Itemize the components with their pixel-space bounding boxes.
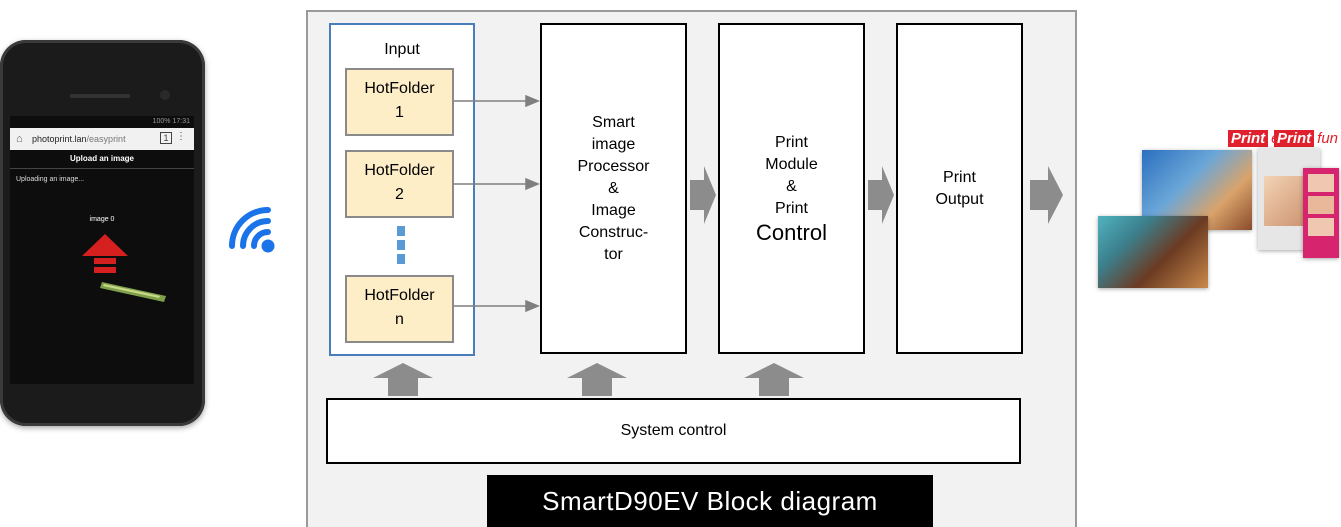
print-module-block: Print Module & Print Control bbox=[718, 23, 865, 354]
print-output-label: Print Output bbox=[935, 168, 984, 208]
menu-icon[interactable]: ⋮ bbox=[176, 131, 186, 142]
ellipsis-dot bbox=[397, 226, 405, 236]
print-control-label: Control bbox=[756, 219, 827, 245]
system-control-label: System control bbox=[620, 422, 727, 439]
system-to-module-arrow bbox=[744, 363, 804, 396]
url-text[interactable]: photoprint.lan/easyprint bbox=[32, 132, 126, 146]
hotfolder-2: HotFolder 2 bbox=[345, 150, 454, 218]
system-to-input-arrow bbox=[373, 363, 433, 396]
ellipsis-dot bbox=[397, 240, 405, 250]
uploading-image-thumbnail bbox=[100, 282, 166, 302]
phone-upload-status: Uploading an image... bbox=[16, 176, 85, 183]
hotfolder-n-arrowhead bbox=[525, 299, 540, 313]
print-module-label: Print Module & Print bbox=[765, 133, 818, 217]
smartphone-device: 100% 17:31 ⌂ photoprint.lan/easyprint 1 … bbox=[0, 40, 205, 426]
image-processor-label: Smart image Processor & Image Construc- … bbox=[577, 113, 650, 263]
strip-frame bbox=[1308, 218, 1334, 236]
hotfolder-n: HotFolder n bbox=[345, 275, 454, 343]
print-fun-tag: Print bbox=[1274, 130, 1315, 147]
browser-url-bar[interactable]: ⌂ photoprint.lan/easyprint 1 ⋮ bbox=[10, 128, 194, 150]
module-to-output-arrow bbox=[868, 166, 894, 224]
hotfolder-1-arrowhead bbox=[525, 94, 540, 108]
print-output-block: Print Output bbox=[896, 23, 1023, 354]
phone-speaker bbox=[70, 94, 130, 98]
system-to-processor-arrow bbox=[567, 363, 627, 396]
sample-photo-strip bbox=[1303, 168, 1339, 258]
url-path: /easyprint bbox=[86, 134, 126, 144]
hotfolder-2-arrowhead bbox=[525, 177, 540, 191]
phone-status-time: 100% 17:31 bbox=[152, 118, 190, 125]
wifi-icon bbox=[229, 207, 275, 253]
print-easy-tag: Print bbox=[1228, 130, 1269, 147]
ellipsis-dot bbox=[397, 254, 405, 264]
image-processor-block: Smart image Processor & Image Construc- … bbox=[540, 23, 687, 354]
home-icon[interactable]: ⌂ bbox=[16, 133, 23, 145]
output-to-prints-arrow bbox=[1030, 166, 1063, 224]
strip-frame bbox=[1308, 196, 1334, 214]
upload-arrow-icon bbox=[82, 234, 128, 273]
strip-frame bbox=[1308, 174, 1334, 192]
phone-screen: 100% 17:31 ⌂ photoprint.lan/easyprint 1 … bbox=[10, 116, 194, 384]
hotfolder-1: HotFolder 1 bbox=[345, 68, 454, 136]
sample-photo-promo bbox=[1098, 216, 1208, 288]
phone-image-label: image 0 bbox=[89, 216, 115, 223]
system-control-block: System control bbox=[326, 398, 1021, 464]
phone-page-heading: Upload an image bbox=[10, 150, 194, 169]
phone-camera bbox=[160, 90, 170, 100]
processor-to-module-arrow bbox=[690, 166, 716, 224]
diagram-title-banner: SmartD90EV Block diagram bbox=[487, 475, 933, 527]
input-label: Input bbox=[384, 41, 420, 58]
print-fun-word: fun bbox=[1317, 130, 1339, 147]
tabs-icon[interactable]: 1 bbox=[160, 132, 172, 144]
url-host: photoprint.lan bbox=[32, 134, 87, 144]
phone-status-bar: 100% 17:31 bbox=[10, 116, 194, 128]
